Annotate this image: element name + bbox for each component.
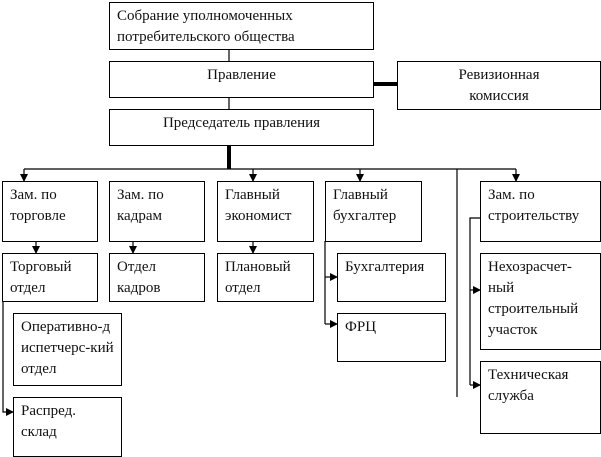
node-audit-commission: Ревизионная комиссия	[397, 61, 601, 110]
node-accounting: Бухгалтерия	[337, 253, 446, 302]
node-frc: ФРЦ	[337, 313, 446, 362]
node-chairman: Председатель правления	[109, 109, 374, 146]
connector-lines	[2, 49, 520, 416]
node-warehouse: Распред. склад	[13, 397, 122, 457]
node-deputy-hr: Зам. по кадрам	[109, 181, 205, 242]
node-hr-dept: Отдел кадров	[109, 253, 205, 302]
node-deputy-trade: Зам. по торговле	[2, 181, 98, 242]
node-assembly: Собрание уполномоченных потребительского…	[109, 2, 374, 50]
node-planning-dept: Плановый отдел	[217, 253, 314, 302]
node-trade-dept: Торговый отдел	[2, 253, 98, 302]
node-board: Правление	[109, 61, 374, 98]
node-tech-service: Техническая служба	[480, 361, 601, 434]
node-dispatch-dept: Оперативно-диспетчерс-кий отдел	[13, 313, 122, 386]
node-construction-site: Нехозрасчет-ный строительный участок	[480, 253, 601, 350]
node-chief-accountant: Главный бухгалтер	[325, 181, 422, 242]
node-deputy-construction: Зам. по строительству	[480, 181, 601, 242]
node-chief-economist: Главный экономист	[217, 181, 314, 242]
